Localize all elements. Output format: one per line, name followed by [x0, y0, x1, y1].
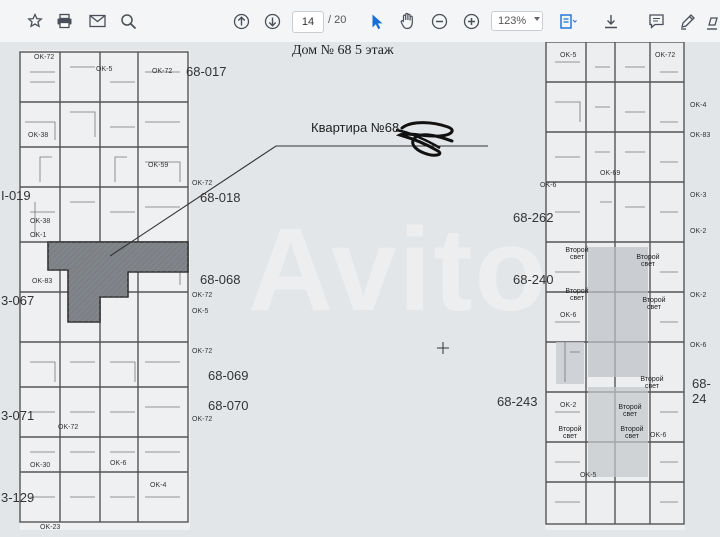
scroll-icon[interactable] [600, 10, 622, 32]
window-tag: OK-23 [40, 524, 61, 531]
unit-label: 3-067 [1, 293, 35, 308]
window-tag: OK-5 [192, 308, 209, 315]
page-view-icon[interactable] [557, 10, 579, 32]
unit-label: I-019 [1, 188, 31, 203]
second-light-label: Второй свет [558, 426, 582, 440]
window-tag: OK-72 [34, 54, 55, 61]
zoom-select[interactable]: 123% [491, 11, 543, 31]
pen-icon[interactable] [676, 10, 698, 32]
document-page: Avito Дом № 68 5 этаж Квартира №68 68-01… [0, 42, 720, 537]
floor-plan-drawing [0, 42, 720, 537]
unit-label: 68-018 [200, 190, 241, 205]
window-tag: OK-30 [30, 462, 51, 469]
window-tag: OK-72 [192, 292, 213, 299]
watermark: Avito [248, 204, 549, 336]
window-tag: OK-38 [28, 132, 49, 139]
window-tag: OK-3 [690, 192, 707, 199]
window-tag: OK-69 [600, 170, 621, 177]
window-tag: OK-6 [650, 432, 667, 439]
window-tag: OK-59 [148, 162, 169, 169]
window-tag: OK-5 [580, 472, 597, 479]
window-tag: OK-2 [560, 402, 577, 409]
print-icon[interactable] [53, 10, 75, 32]
page-total: / 20 [328, 14, 347, 26]
second-light-label: Второй свет [565, 288, 589, 302]
prev-page-icon[interactable] [230, 10, 252, 32]
page-number-input[interactable]: 14 [292, 11, 324, 33]
window-tag: OK-83 [32, 278, 53, 285]
window-tag: OK-83 [690, 132, 711, 139]
window-tag: OK-6 [690, 342, 707, 349]
window-tag: OK-72 [192, 348, 213, 355]
second-light-label: Второй свет [636, 254, 660, 268]
apartment-callout: Квартира №68 [311, 120, 400, 135]
select-cursor-icon[interactable] [367, 10, 387, 32]
comment-icon[interactable] [645, 10, 667, 32]
window-tag: OK-6 [540, 182, 557, 189]
window-tag: OK-72 [192, 416, 213, 423]
unit-label: 68-069 [208, 368, 249, 383]
second-light-label: Второй свет [620, 426, 644, 440]
window-tag: OK-4 [150, 482, 167, 489]
window-tag: OK-72 [152, 68, 173, 75]
window-tag: OK-4 [690, 102, 707, 109]
unit-label: 68-068 [200, 272, 241, 287]
second-light-label: Второй свет [640, 376, 664, 390]
unit-label: 3-071 [1, 408, 35, 423]
unit-label: 68-017 [186, 64, 227, 79]
second-light-label: Второй свет [565, 247, 589, 261]
window-tag: OK-5 [96, 66, 113, 73]
unit-label: 3-129 [1, 490, 35, 505]
unit-label: 68-262 [513, 210, 554, 225]
window-tag: OK-72 [192, 180, 213, 187]
highlight-icon[interactable] [704, 10, 720, 32]
window-tag: OK-72 [58, 424, 79, 431]
unit-label: 68-240 [513, 272, 554, 287]
search-icon[interactable] [117, 10, 139, 32]
second-light-label: Второй свет [642, 297, 666, 311]
second-light-label: Второй свет [618, 404, 642, 418]
page-title: Дом № 68 5 этаж [292, 43, 394, 58]
unit-label: 68-243 [497, 394, 538, 409]
window-tag: OK-2 [690, 228, 707, 235]
unit-label: 68-24 [692, 376, 711, 406]
zoom-in-icon[interactable] [460, 10, 482, 32]
window-tag: OK-2 [690, 292, 707, 299]
bookmark-icon[interactable] [24, 10, 46, 32]
window-tag: OK-72 [655, 52, 676, 59]
next-page-icon[interactable] [261, 10, 283, 32]
email-icon[interactable] [86, 10, 108, 32]
zoom-out-icon[interactable] [428, 10, 450, 32]
window-tag: OK-6 [110, 460, 127, 467]
hand-icon[interactable] [396, 10, 418, 32]
window-tag: OK-6 [560, 312, 577, 319]
pdf-toolbar: 14 / 20 123% [0, 0, 720, 43]
chevron-down-icon[interactable] [534, 17, 540, 21]
window-tag: OK-38 [30, 218, 51, 225]
unit-label: 68-070 [208, 398, 249, 413]
window-tag: OK-1 [30, 232, 47, 239]
window-tag: OK-5 [560, 52, 577, 59]
